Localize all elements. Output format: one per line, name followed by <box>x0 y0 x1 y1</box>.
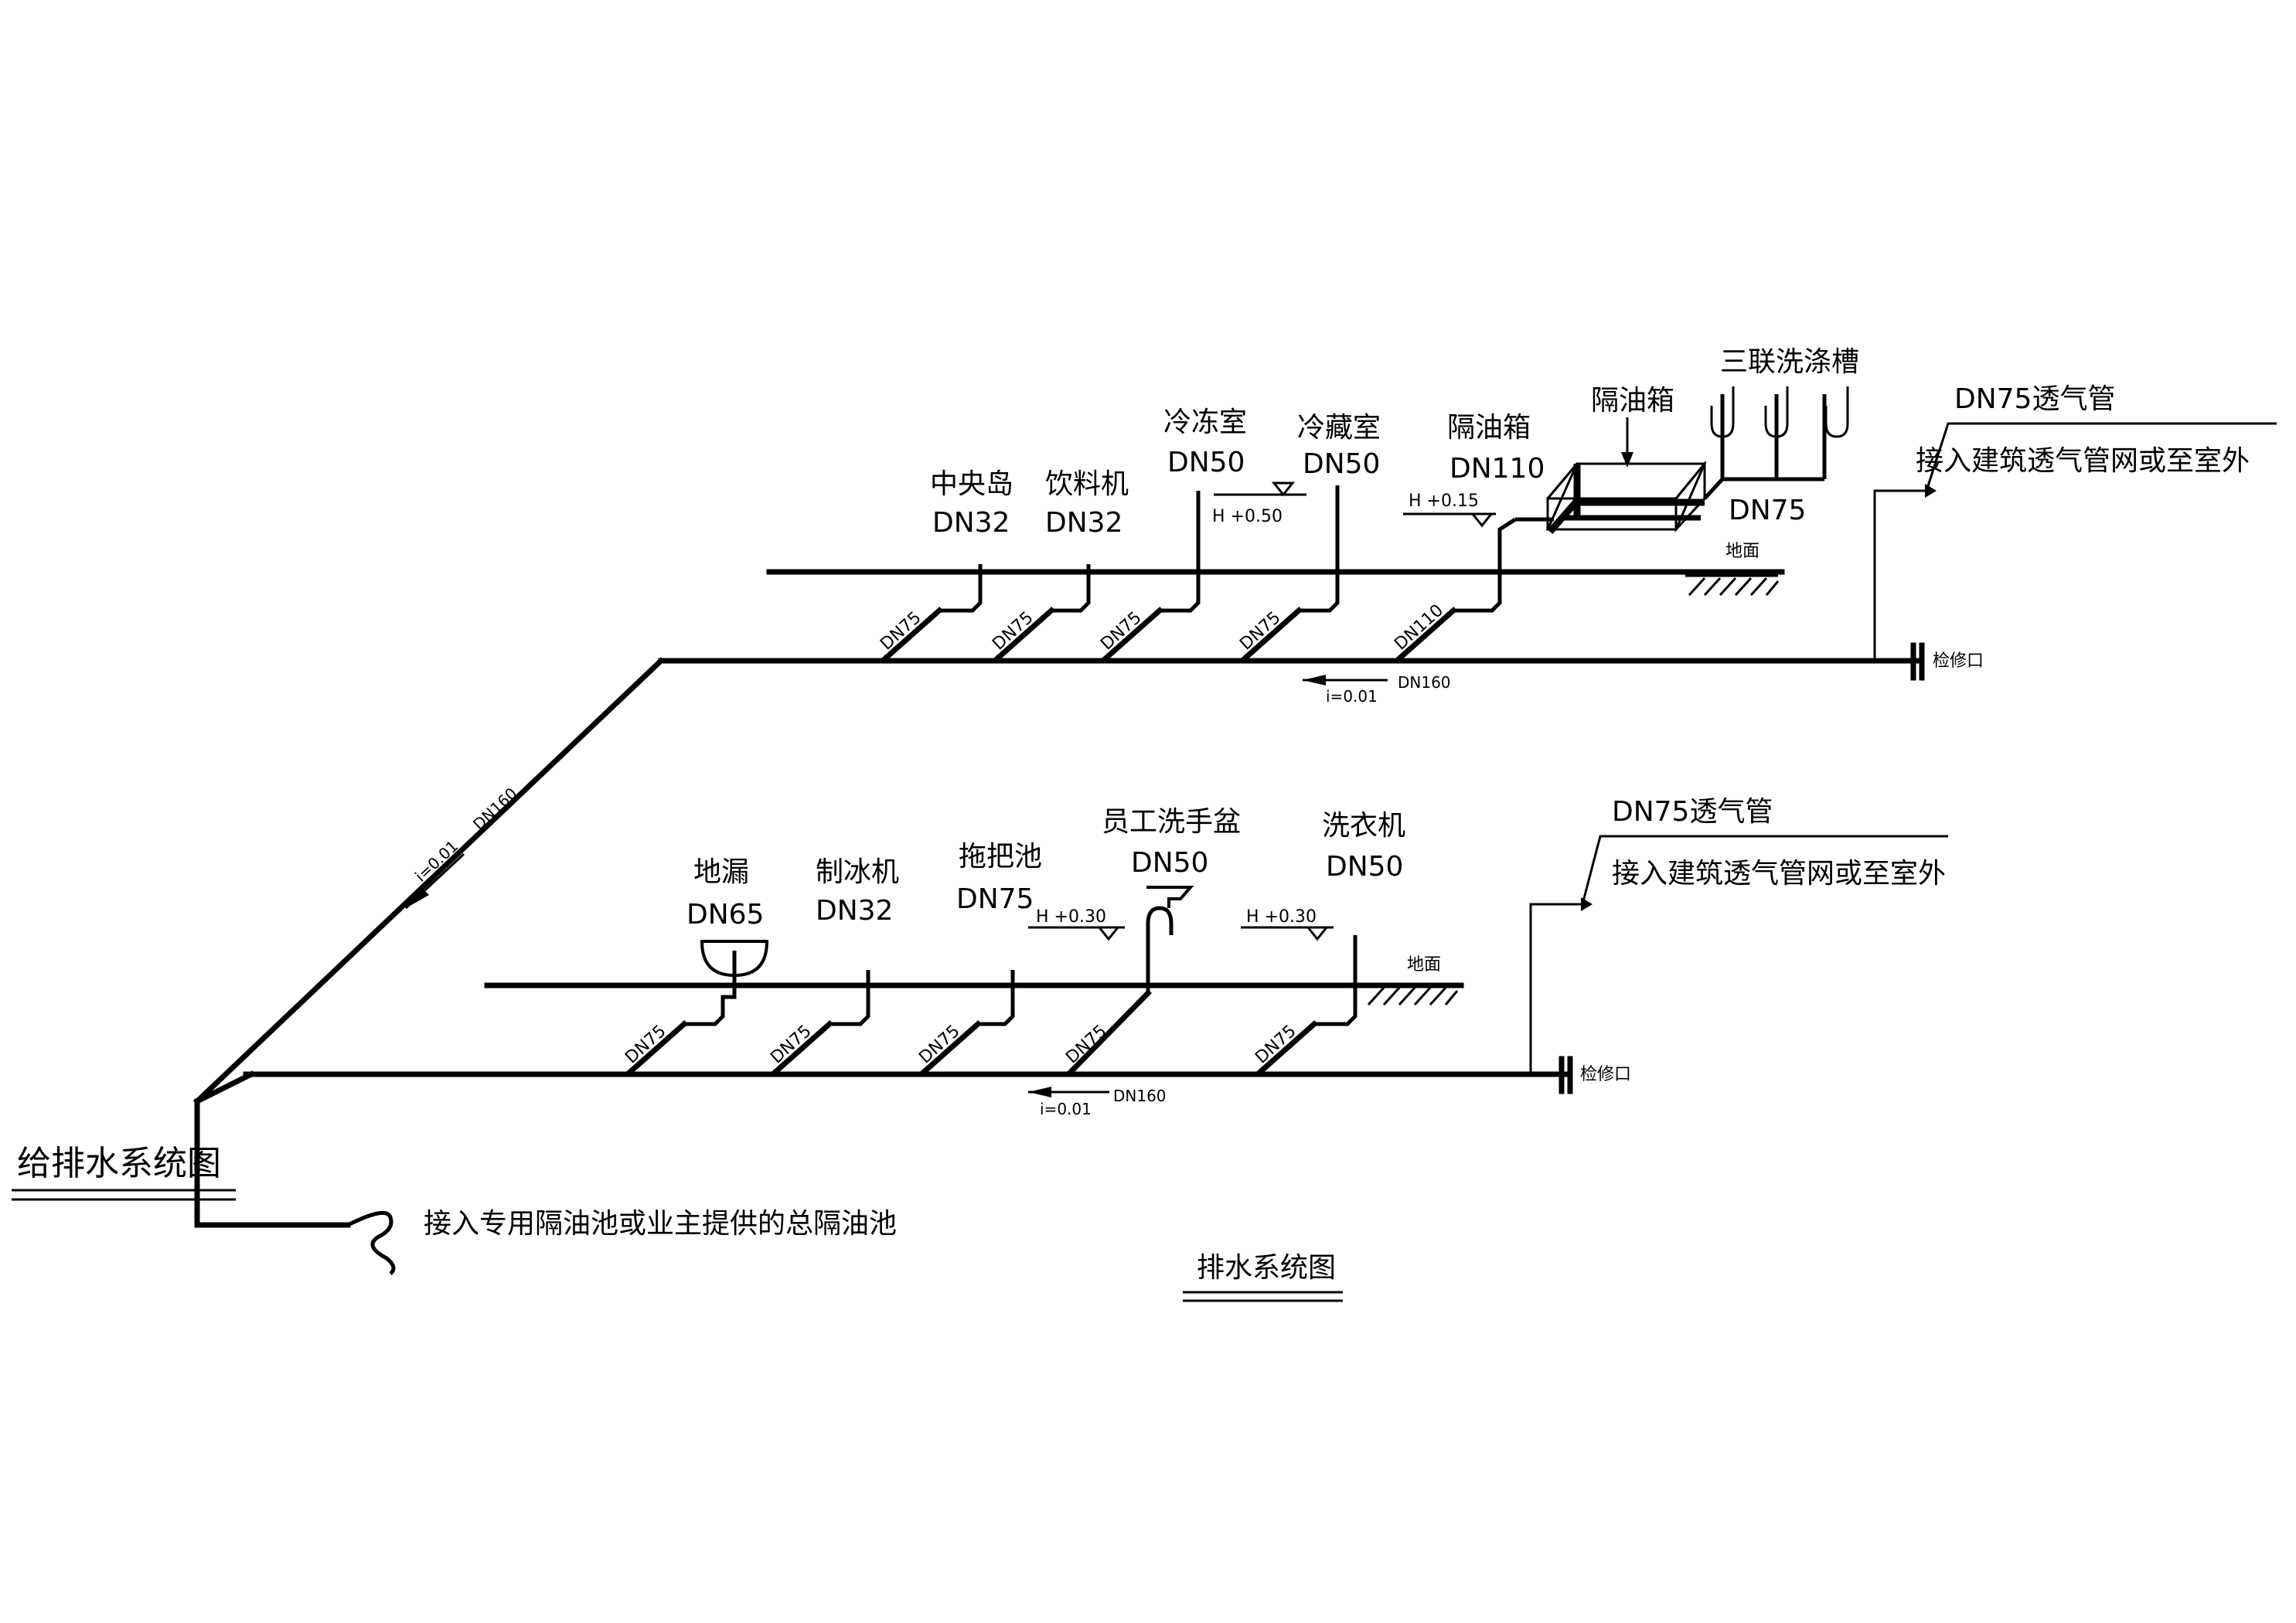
upper-elevation-1: H +0.50 <box>1212 507 1283 526</box>
lower-branch-2: DN75 制冰机 DN32 <box>767 856 899 1076</box>
upper-slope: i=0.01 <box>1326 687 1378 706</box>
triple-sink-size: DN75 <box>1729 495 1806 526</box>
grease-box-label: 隔油箱 <box>1591 385 1674 417</box>
upper-vent-note: 接入建筑透气管网或至室外 <box>1916 445 2250 477</box>
fixture-size: DN50 <box>1303 448 1380 480</box>
fixture-size: DN50 <box>1131 847 1208 879</box>
fixture-size: DN32 <box>932 507 1010 539</box>
fixture-size: DN50 <box>1326 851 1403 883</box>
fixture-name: 冷藏室 <box>1297 412 1381 444</box>
triple-sink-label: 三联洗涤槽 <box>1720 346 1859 378</box>
lower-vent-leader <box>1581 835 1948 905</box>
grease-box <box>1515 460 1707 534</box>
upper-ground-label: 地面 <box>1725 542 1759 561</box>
fixture-size: DN110 <box>1449 453 1545 485</box>
lower-vent-size: DN75透气管 <box>1612 796 1773 828</box>
sub-title: 排水系统图 <box>1197 1252 1336 1284</box>
fixture-name: 拖把池 <box>959 841 1042 873</box>
triple-sink <box>1703 386 1849 500</box>
upper-branch-size: DN110 <box>1391 601 1447 654</box>
lower-slope: i=0.01 <box>1040 1100 1092 1118</box>
lower-vent-note: 接入建筑透气管网或至室外 <box>1612 858 1946 890</box>
lower-elevation-1: H +0.30 <box>1036 907 1106 927</box>
lower-elevation-2: H +0.30 <box>1246 907 1317 927</box>
upper-system: 地面 检修口 DN75透气管 接入建筑透气管网或至室外 i=0.01 DN160… <box>658 346 2277 706</box>
fixture-size: DN32 <box>1045 507 1122 539</box>
fixture-name: 员工洗手盆 <box>1102 806 1241 838</box>
lower-system: 地面 检修口 DN75透气管 接入建筑透气管网或至室外 i=0.01 DN160… <box>193 796 1948 1118</box>
lower-main-pipe <box>193 1070 255 1105</box>
sub-title-block: 排水系统图 <box>1183 1252 1343 1302</box>
fixture-size: DN32 <box>816 895 893 927</box>
upper-branch-4: DN75 冷藏室 DN50 <box>1236 412 1381 662</box>
fixture-name: 冷冻室 <box>1163 407 1247 438</box>
main-title: 给排水系统图 <box>17 1144 221 1183</box>
upper-branch-5: DN110 隔油箱 DN110 H +0.15 <box>1391 412 1545 662</box>
upper-ground-hatch <box>1685 574 1780 597</box>
lower-ground-hatch <box>1367 986 1459 1006</box>
lower-cleanout-label: 检修口 <box>1580 1065 1631 1084</box>
lower-branch-4: DN75 员工洗手盆 DN50 <box>1062 806 1241 1076</box>
fixture-name: 地漏 <box>693 856 749 888</box>
fixture-size: DN65 <box>686 899 764 931</box>
upper-main-size: DN160 <box>1398 673 1451 692</box>
riser-size: DN160 <box>469 784 520 833</box>
lower-main-size: DN160 <box>1113 1087 1167 1105</box>
upper-vent-pipe <box>1873 489 1925 661</box>
upper-branch-2: DN75 饮料机 DN32 <box>989 468 1129 662</box>
upper-vent-size: DN75透气管 <box>1954 383 2115 415</box>
lower-vent-pipe <box>1529 903 1581 1074</box>
lower-branch-5: DN75 洗衣机 DN50 H +0.30 <box>1241 810 1405 1076</box>
fixture-size: DN75 <box>956 883 1034 915</box>
lower-branch-1: DN75 地漏 DN65 <box>622 856 769 1076</box>
upper-cleanout-label: 检修口 <box>1933 652 1984 671</box>
upper-vent-leader <box>1925 422 2277 492</box>
lower-ground-label: 地面 <box>1407 955 1441 975</box>
fixture-name: 隔油箱 <box>1447 412 1531 444</box>
riser: DN160 i=0.01 <box>193 657 665 1275</box>
main-title-block: 给排水系统图 <box>12 1144 236 1201</box>
fixture-size: DN50 <box>1167 447 1245 478</box>
outlet-note: 接入专用隔油池或业主提供的总隔油池 <box>424 1208 897 1240</box>
lower-branch-size: DN75 <box>1062 1022 1110 1068</box>
fixture-name: 制冰机 <box>816 856 899 888</box>
fixture-name: 洗衣机 <box>1322 810 1405 842</box>
fixture-name: 饮料机 <box>1045 468 1129 500</box>
fixture-name: 中央岛 <box>930 468 1013 500</box>
upper-branch-1: DN75 中央岛 DN32 <box>877 468 1013 662</box>
upper-elevation-2: H +0.15 <box>1409 492 1479 511</box>
